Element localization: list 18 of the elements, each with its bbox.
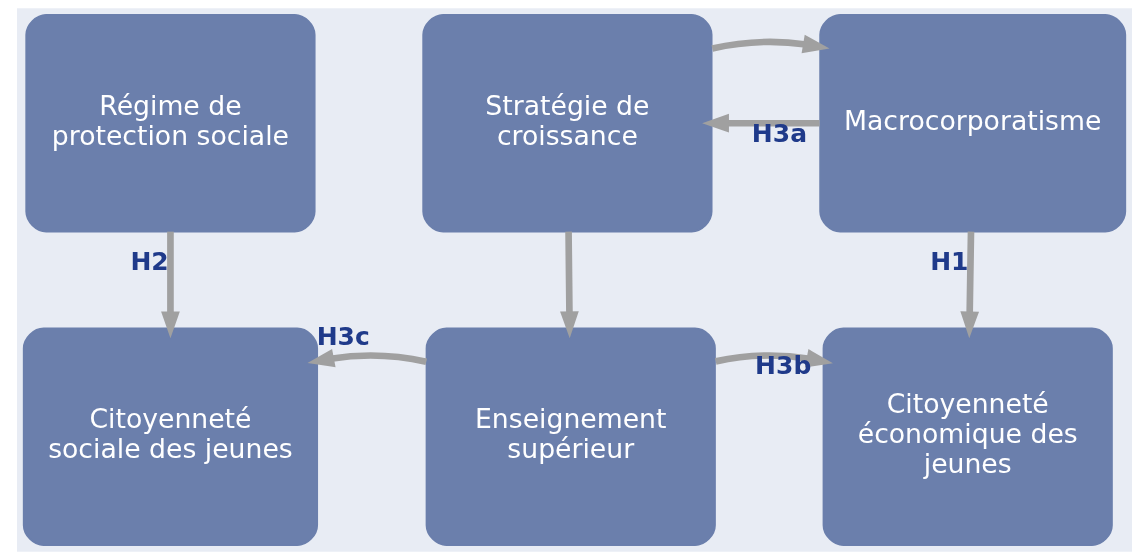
edge-label: H1 bbox=[929, 246, 969, 276]
arrow bbox=[307, 348, 427, 368]
node-box: Enseignement supérieur bbox=[425, 327, 716, 547]
arrow bbox=[711, 34, 830, 54]
node-box: Macrocorporatisme bbox=[818, 13, 1126, 233]
node-box: Stratégie de croissance bbox=[421, 13, 713, 233]
node-box: Régime de protection sociale bbox=[24, 13, 316, 233]
edge-label: H2 bbox=[129, 246, 169, 276]
arrow bbox=[559, 231, 579, 339]
arrow bbox=[701, 113, 820, 133]
edge-label: H3c bbox=[316, 322, 370, 352]
edge-label: H3a bbox=[751, 118, 807, 148]
edge-label: H3b bbox=[754, 350, 811, 380]
arrow bbox=[714, 349, 833, 368]
arrow bbox=[959, 231, 979, 339]
node-box: Citoyenneté économique des jeunes bbox=[822, 327, 1113, 547]
arrow bbox=[160, 231, 180, 339]
node-box: Citoyenneté sociale des jeunes bbox=[22, 327, 318, 547]
